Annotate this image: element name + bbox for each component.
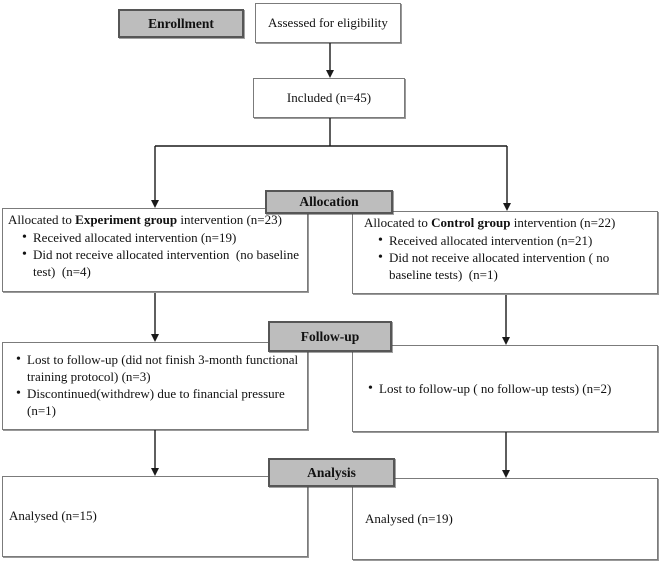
bullet-item: Received allocated intervention (n=19) (22, 229, 305, 247)
allocation-experiment-bullets: Received allocated intervention (n=19) D… (3, 229, 307, 281)
stage-label-analysis: Analysis (268, 458, 395, 487)
bullet-item: Did not receive allocated intervention (… (22, 246, 305, 281)
allocation-control-bullets: Received allocated intervention (n=21) D… (353, 232, 657, 284)
assessed-eligibility-box: Assessed for eligibility (255, 3, 401, 43)
bullet-item: Did not receive allocated intervention (… (378, 249, 655, 284)
allocation-control-box: Allocated to Control group intervention … (352, 211, 658, 294)
stage-label-enrollment: Enrollment (118, 9, 244, 38)
followup-control-box: Lost to follow-up ( no follow-up tests) … (352, 345, 658, 432)
bullet-item: Lost to follow-up (did not finish 3-mont… (16, 351, 305, 386)
analysis-experiment-box: Analysed (n=15) (2, 476, 308, 557)
analysis-control-box: Analysed (n=19) (352, 478, 658, 560)
assessed-eligibility-text: Assessed for eligibility (268, 14, 388, 30)
followup-control-bullets: Lost to follow-up ( no follow-up tests) … (353, 380, 613, 398)
allocation-control-title: Allocated to Control group intervention … (364, 215, 616, 230)
stage-label-allocation: Allocation (265, 190, 393, 214)
included-text: Included (n=45) (286, 89, 372, 105)
followup-experiment-box: Lost to follow-up (did not finish 3-mont… (2, 342, 308, 430)
bullet-item: Discontinued(withdrew) due to financial … (16, 385, 305, 420)
allocation-experiment-title: Allocated to Experiment group interventi… (8, 212, 282, 227)
bullet-item: Lost to follow-up ( no follow-up tests) … (368, 380, 611, 398)
analysis-experiment-text: Analysed (n=15) (9, 508, 97, 524)
included-box: Included (n=45) (253, 78, 405, 118)
analysis-control-text: Analysed (n=19) (365, 510, 453, 526)
bullet-item: Received allocated intervention (n=21) (378, 232, 655, 250)
stage-label-followup: Follow-up (268, 321, 392, 352)
followup-experiment-bullets: Lost to follow-up (did not finish 3-mont… (3, 351, 307, 420)
allocation-experiment-box: Allocated to Experiment group interventi… (2, 208, 308, 292)
